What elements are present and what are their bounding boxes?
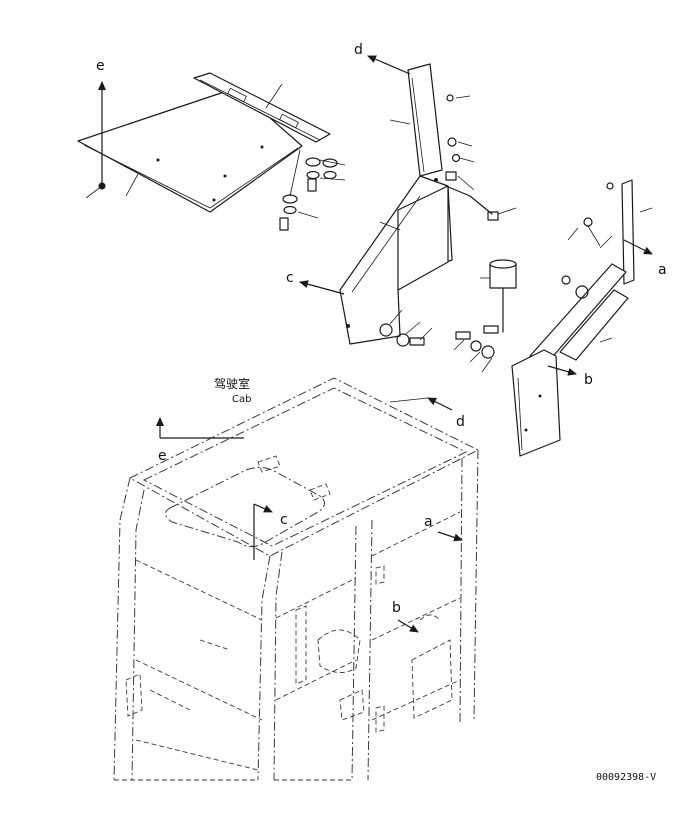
leader-d-bottom — [389, 397, 429, 403]
direction-arrow-b-top — [547, 365, 577, 376]
label-c-bottom: c — [280, 512, 288, 528]
label-b-bottom: b — [392, 600, 401, 616]
direction-arrow-d-top — [367, 55, 411, 75]
roof-fasteners — [279, 149, 346, 231]
drawing-code: 00092398-V — [596, 772, 656, 783]
direction-arrow-d-bottom — [427, 397, 453, 411]
label-c-top: c — [286, 270, 294, 286]
label-a-bottom: a — [424, 514, 433, 530]
label-d-bottom: d — [456, 414, 465, 430]
cab-caption-chinese: 驾驶室 — [214, 376, 250, 391]
direction-arrow-a-bottom — [437, 531, 463, 542]
label-e-bottom: e — [158, 448, 167, 464]
arm-bracket-assembly — [453, 179, 653, 457]
direction-arrow-c-top — [299, 280, 345, 295]
label-b-top: b — [584, 372, 593, 388]
cab-frame — [113, 377, 480, 781]
label-d-top: d — [354, 42, 363, 58]
cab-caption-english: Cab — [232, 394, 251, 405]
direction-arrow-c-bottom — [253, 503, 273, 513]
pillar-bracket-assembly — [339, 63, 517, 347]
direction-arrow-a-top — [623, 239, 653, 255]
direction-arrow-b-bottom — [397, 619, 419, 633]
label-e-top: e — [96, 58, 105, 74]
label-a-top: a — [658, 262, 667, 278]
roof-plate-assembly — [77, 72, 331, 213]
